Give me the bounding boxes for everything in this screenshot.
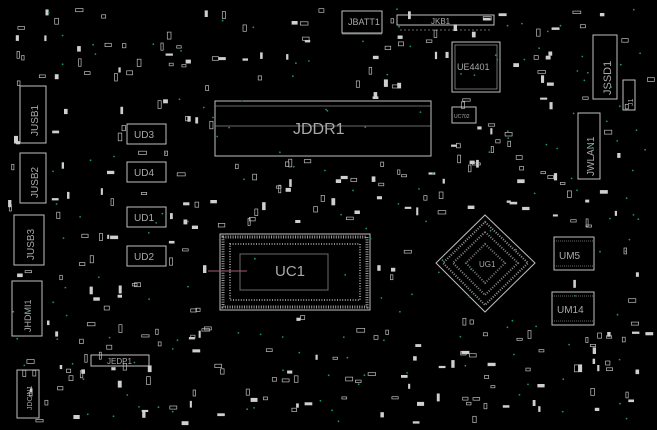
jbatt1-connector[interactable]: JBATT1	[341, 10, 383, 35]
jhdmi1-label: JHDMI1	[23, 299, 33, 332]
jusb1-connector[interactable]: JUSB1	[19, 85, 47, 144]
uc702-chip[interactable]: UC702	[451, 106, 477, 124]
vias	[12, 8, 646, 423]
jwlan1-label: JWLAN1	[586, 136, 597, 176]
ug1-label: UG1	[479, 260, 496, 269]
ud3-chip[interactable]: UD3	[126, 123, 167, 145]
jdcin1-label: JDCIN1	[27, 385, 34, 410]
ug1-bga[interactable]: UG1	[435, 214, 536, 313]
ud1-label: UD1	[134, 213, 154, 224]
ud3-label: UD3	[134, 130, 154, 141]
jusb1-label: JUSB1	[30, 104, 41, 136]
um14-label: UM14	[557, 305, 584, 316]
j1-connector[interactable]: J1	[622, 79, 636, 111]
passive-components	[8, 8, 655, 426]
jddr1-slot[interactable]: JDDR1	[214, 100, 432, 157]
jbatt1-label: JBATT1	[348, 17, 380, 27]
jwlan1-connector[interactable]: JWLAN1	[577, 112, 601, 180]
jddr1-label: JDDR1	[293, 121, 345, 138]
jkb1-label: JKB1	[431, 17, 451, 26]
jedp1-connector[interactable]: JEDP1	[90, 354, 150, 367]
ud2-chip[interactable]: UD2	[126, 245, 167, 267]
jkb1-connector[interactable]: JKB1	[396, 14, 495, 31]
ud1-chip[interactable]: UD1	[126, 206, 167, 228]
ue4401-label: UE4401	[457, 62, 490, 72]
jusb3-connector[interactable]: JUSB3	[13, 214, 45, 266]
jusb2-connector[interactable]: JUSB2	[19, 152, 47, 204]
ue4401-chip[interactable]: UE4401	[451, 41, 501, 93]
um14-chip[interactable]: UM14	[551, 291, 595, 326]
jdcin1-connector[interactable]: JDCIN1	[16, 369, 40, 419]
jhdmi1-connector[interactable]: JHDMI1	[11, 280, 43, 337]
ud4-chip[interactable]: UD4	[126, 161, 167, 183]
jedp1-label: JEDP1	[107, 357, 132, 366]
jusb3-label: JUSB3	[26, 228, 37, 260]
jssd1-label: JSSD1	[602, 61, 614, 95]
ud2-label: UD2	[134, 252, 154, 263]
um5-chip[interactable]: UM5	[553, 236, 595, 271]
jusb2-label: JUSB2	[30, 166, 41, 198]
uc702-label: UC702	[454, 114, 470, 120]
um5-label: UM5	[559, 251, 581, 262]
j1-label: J1	[628, 99, 635, 107]
uc1-label: UC1	[275, 263, 305, 280]
ud4-label: UD4	[134, 168, 154, 179]
uc1-cpu[interactable]: UC1	[208, 233, 371, 311]
